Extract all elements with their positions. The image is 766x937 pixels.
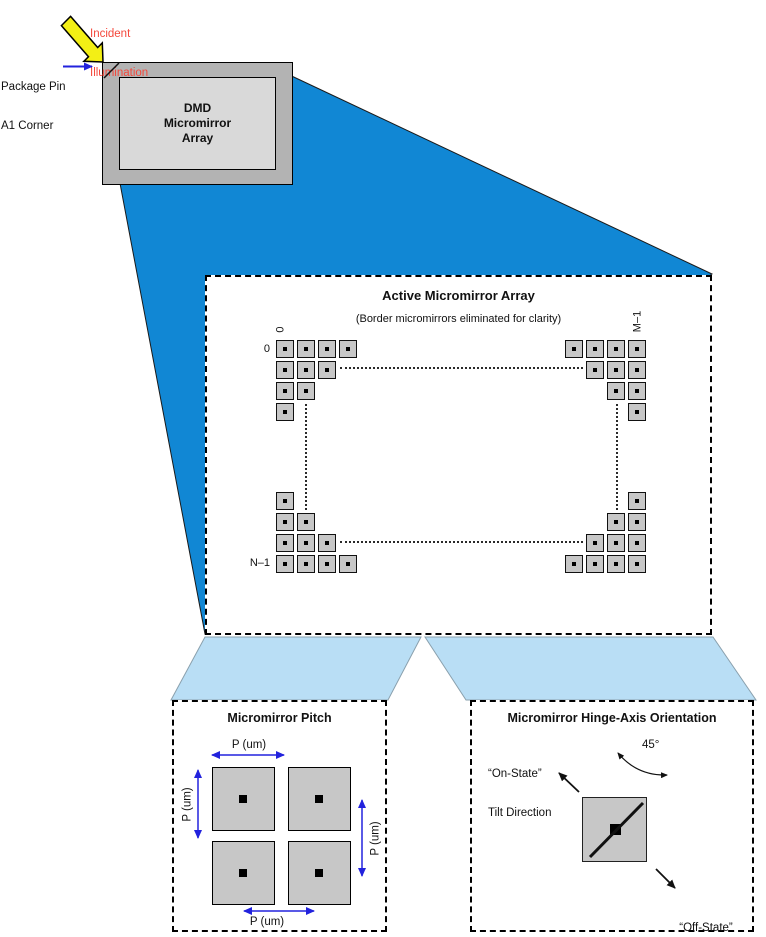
micromirror: [297, 555, 315, 573]
pitch-panel: Micromirror Pitch P (um) P (um) P (um) P…: [172, 700, 387, 932]
micromirror: [318, 555, 336, 573]
micromirror: [318, 534, 336, 552]
pitch-mirror-top-right: [288, 767, 351, 831]
micromirror: [318, 361, 336, 379]
row-ellipsis-dotted-line-bottom: [340, 541, 583, 543]
micromirror: [607, 555, 625, 573]
micromirror: [607, 340, 625, 358]
micromirror: [586, 361, 604, 379]
off-state-label: “Off-State” Tilt Direction: [679, 922, 733, 934]
pitch-mirror-bottom-right: [288, 841, 351, 905]
micromirror: [607, 361, 625, 379]
row-first-label: 0: [263, 343, 270, 355]
pitch-label-left: P (um): [181, 787, 194, 822]
micromirror: [276, 513, 294, 531]
pitch-mirror-bottom-left: [212, 841, 275, 905]
micromirror: [628, 492, 646, 510]
micromirror: [297, 382, 315, 400]
micromirror: [297, 513, 315, 531]
micromirror: [607, 513, 625, 531]
pitch-mirror-top-left: [212, 767, 275, 831]
micromirror: [628, 513, 646, 531]
micromirror: [276, 555, 294, 573]
micromirror: [607, 382, 625, 400]
micromirror: [297, 534, 315, 552]
tilt-angle-label: 45°: [642, 739, 660, 751]
dmd-rect-label: DMD Micromirror Array: [163, 101, 232, 145]
micromirror: [339, 340, 357, 358]
array-panel-title: Active Micromirror Array: [382, 288, 535, 303]
magnification-trapezoid-right: [424, 636, 757, 701]
micromirror: [318, 340, 336, 358]
hinge-mirror: [582, 797, 647, 862]
pitch-label-right: P (um): [369, 821, 382, 856]
column-ellipsis-dotted-line-left: [305, 404, 307, 510]
column-first-label: 0: [274, 326, 287, 333]
micromirror: [276, 403, 294, 421]
pitch-label-top: P (um): [231, 739, 267, 751]
micromirror: [628, 534, 646, 552]
hinge-panel: Micromirror Hinge-Axis Orientation “On-S…: [470, 700, 754, 934]
micromirror: [276, 361, 294, 379]
micromirror: [586, 555, 604, 573]
mirror-cluster-top-left: [276, 340, 360, 424]
hinge-panel-title: Micromirror Hinge-Axis Orientation: [507, 711, 717, 725]
micromirror: [628, 382, 646, 400]
mirror-cluster-bottom-right: [565, 492, 649, 576]
micromirror: [276, 382, 294, 400]
micromirror: [276, 492, 294, 510]
micromirror: [339, 555, 357, 573]
micromirror: [586, 340, 604, 358]
micromirror: [607, 534, 625, 552]
pitch-panel-title: Micromirror Pitch: [227, 711, 332, 725]
magnification-trapezoid-left: [170, 636, 422, 701]
micromirror: [276, 534, 294, 552]
row-last-label: N–1: [249, 557, 270, 569]
micromirror: [628, 555, 646, 573]
micromirror: [565, 555, 583, 573]
micromirror: [628, 361, 646, 379]
mirror-cluster-top-right: [565, 340, 649, 424]
column-ellipsis-dotted-line-right: [616, 404, 618, 510]
hinge-mirror-center-dot: [610, 824, 621, 835]
incident-illumination-label: Incident Illumination: [90, 28, 149, 79]
micromirror: [628, 340, 646, 358]
active-array-panel: Active Micromirror Array (Border micromi…: [205, 275, 712, 635]
micromirror: [276, 340, 294, 358]
micromirror: [297, 340, 315, 358]
micromirror: [297, 361, 315, 379]
package-pin-a1-label: Package Pin A1 Corner: [1, 81, 66, 132]
micromirror: [586, 534, 604, 552]
column-last-label: M–1: [631, 310, 644, 333]
pitch-label-bottom: P (um): [249, 916, 285, 928]
on-state-label: “On-State” Tilt Direction: [488, 768, 552, 819]
mirror-cluster-bottom-left: [276, 492, 360, 576]
micromirror: [565, 340, 583, 358]
row-ellipsis-dotted-line-top: [340, 367, 583, 369]
micromirror: [628, 403, 646, 421]
